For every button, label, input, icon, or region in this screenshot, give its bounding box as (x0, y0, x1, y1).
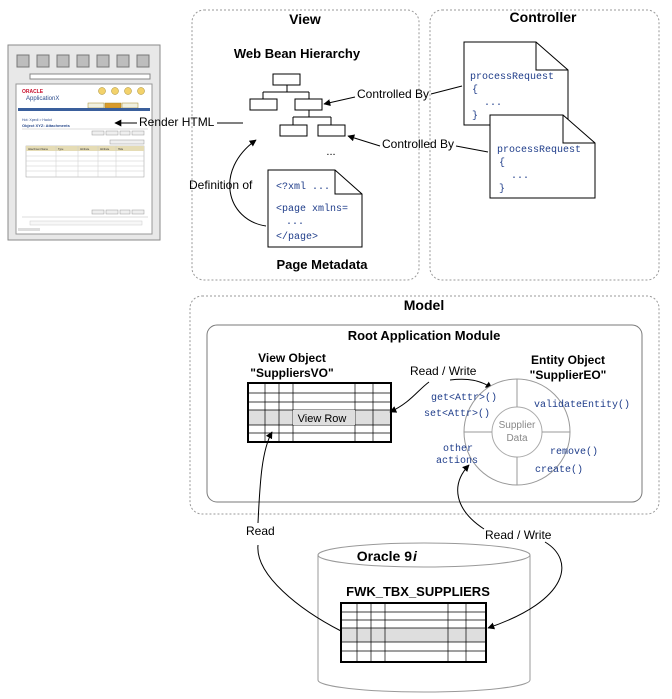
read-arrow (257, 432, 342, 632)
database-table-name: FWK_TBX_SUPPLIERS (346, 584, 490, 599)
bean-node (279, 124, 308, 137)
definition-arrow (229, 139, 267, 227)
page-metadata-document: <?xml ... <page xmlns= ... </page> (267, 169, 363, 248)
eo-method-remove: remove() (550, 446, 598, 458)
vo-eo-arrow-right (449, 378, 493, 389)
bean-node (249, 98, 278, 111)
eo-method-actions: actions (436, 455, 478, 467)
web-bean-hierarchy-label: Web Bean Hierarchy (234, 46, 361, 61)
bean-node (317, 124, 346, 137)
tab-bar (18, 102, 150, 111)
controlled-by-arrow-2 (347, 134, 381, 147)
bean-node (272, 73, 301, 86)
controller-title: Controller (510, 9, 577, 25)
eo-method-get: get<Attr>() (431, 392, 497, 404)
entity-object-label: Entity Object (531, 353, 605, 367)
db-eo-arrow-up (457, 464, 485, 530)
controller-document-2: processRequest { ... } (489, 114, 596, 199)
view-layer-box (191, 9, 420, 281)
controller-code-line: ... (511, 171, 529, 182)
database-title: Oracle 9 (357, 548, 412, 564)
browser-toolbar (16, 54, 151, 80)
table-header: Hide (118, 148, 124, 151)
entity-object-circle: Supplier Data (463, 378, 571, 486)
controller-document-1: processRequest { ... } (463, 41, 569, 126)
view-object-name: "SuppliersVO" (250, 366, 333, 380)
metadata-code-line: <?xml ... (276, 181, 330, 193)
web-bean-tree: ... (249, 73, 346, 158)
read-write-label-top: Read / Write (410, 364, 477, 378)
render-html-label: Render HTML (139, 115, 215, 129)
supplier-data-label: Data (506, 433, 528, 444)
attachments-table: Attachment Name Type Attribute Attribute… (25, 145, 145, 178)
read-write-label-bottom: Read / Write (485, 528, 552, 542)
eo-method-set: set<Attr>() (424, 408, 490, 420)
view-title: View (289, 11, 321, 27)
controlled-by-arrow-1 (323, 96, 356, 107)
rendered-page-thumbnail: ORACLE ApplicationX Hot: Xpedi > Hadot O… (7, 44, 161, 241)
table-header: Attribute (80, 148, 90, 151)
brand-logo: ORACLE (22, 89, 44, 95)
eo-method-create: create() (535, 464, 583, 476)
controlled-by-label-1: Controlled By (357, 87, 429, 101)
controlled-by-label-2: Controlled By (382, 137, 454, 151)
supplier-data-label: Supplier (499, 420, 536, 431)
definition-of-label: Definition of (189, 178, 253, 192)
entity-object-name: "SupplierEO" (530, 368, 607, 382)
view-object-label: View Object (258, 351, 326, 365)
metadata-code-line: <page xmlns= (276, 203, 348, 215)
table-header: Attribute (100, 148, 110, 151)
controller-code-line: processRequest (497, 145, 581, 156)
controller-code-line: } (499, 183, 505, 195)
table-header: Attachment Name (28, 148, 49, 151)
header-icons (98, 87, 145, 95)
tree-ellipsis: ... (326, 146, 335, 158)
breadcrumb: Hot: Xpedi > Hadot (22, 118, 52, 122)
model-layer-box (189, 295, 660, 515)
metadata-code-line: ... (286, 217, 304, 228)
controller-code-line: } (472, 110, 478, 122)
vo-eo-arrow-left (389, 381, 430, 413)
document-shape (267, 169, 363, 248)
table-header: Type (58, 148, 64, 151)
read-label: Read (246, 524, 275, 538)
db-eo-arrow-down (487, 541, 563, 630)
controller-code-line: processRequest (470, 72, 554, 83)
page-title: Object XYZ: Attachments (22, 123, 71, 128)
eo-method-validate: validateEntity() (534, 399, 630, 411)
database-title-italic: i (413, 548, 418, 564)
controller-code-line: ... (484, 98, 502, 109)
root-application-module-label: Root Application Module (348, 328, 501, 343)
footer-buttons (18, 209, 148, 231)
root-application-module-box (206, 324, 643, 503)
eo-method-other: other (443, 443, 473, 455)
view-object-table: View Row (247, 382, 392, 443)
page-metadata-label: Page Metadata (276, 257, 368, 272)
view-row-label: View Row (298, 413, 347, 425)
metadata-code-line: </page> (276, 231, 318, 243)
controller-code-line: { (499, 157, 505, 169)
page-buttons (91, 130, 145, 145)
app-name: ApplicationX (26, 96, 59, 102)
model-title: Model (404, 297, 444, 313)
controller-code-line: { (472, 84, 478, 96)
bean-node (294, 98, 323, 111)
supplier-db-table (340, 602, 487, 663)
